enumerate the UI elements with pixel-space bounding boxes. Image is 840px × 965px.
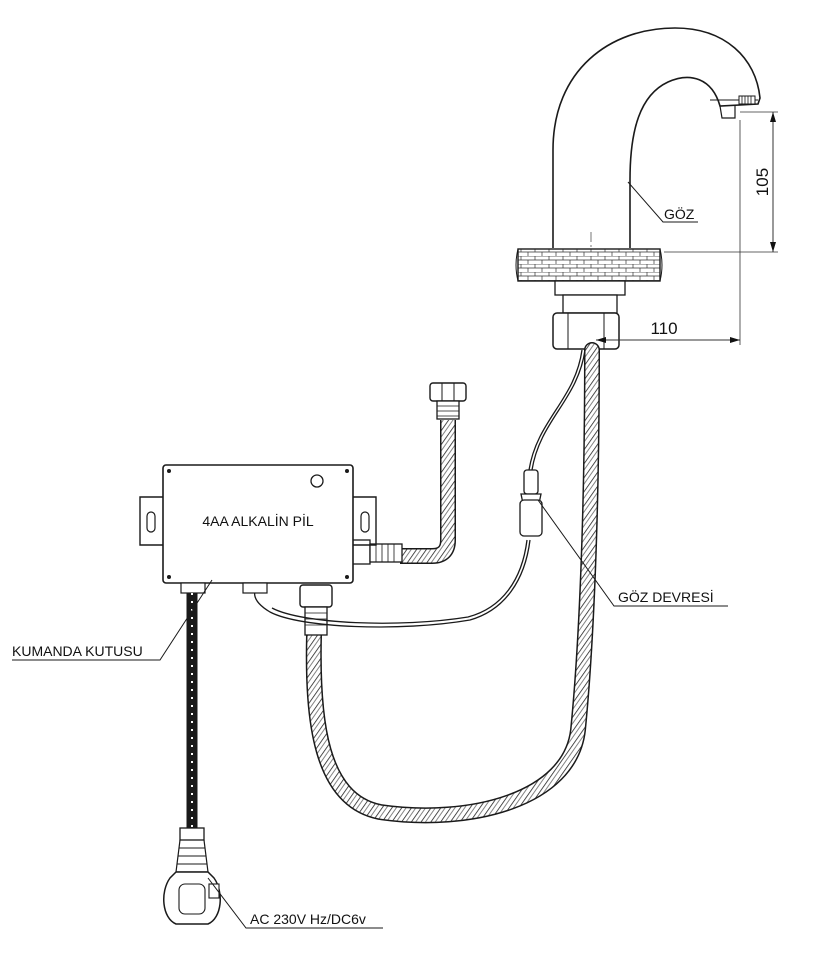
dimension-reach: 110 [596,120,741,345]
power-plug [163,827,221,925]
dimension-reach-value: 110 [650,319,677,338]
power-label: AC 230V Hz/DC6v [250,911,366,927]
eye-label: GÖZ [664,205,695,222]
countertop [515,248,663,282]
control-box-label-group: KUMANDA KUTUSU [12,579,213,661]
eye-label-group: GÖZ [627,181,698,223]
eye-circuit-label: GÖZ DEVRESİ [618,588,714,605]
sensor-cable [254,349,586,628]
control-box: 4AA ALKALİN PİL [139,464,377,594]
mounting-nut [552,280,626,350]
box-bottom-fitting [299,584,333,636]
box-side-fitting [351,539,403,565]
eye-circuit-connector [519,469,543,537]
control-box-label: KUMANDA KUTUSU [12,643,143,659]
dimension-height-value: 105 [753,168,772,196]
dimension-height: 105 [664,111,778,253]
inlet-hose [400,420,456,564]
box-title: 4AA ALKALİN PİL [202,512,314,529]
power-label-group: AC 230V Hz/DC6v [207,877,383,929]
inlet-fitting [429,382,467,420]
eye-circuit-label-group: GÖZ DEVRESİ [537,499,728,607]
